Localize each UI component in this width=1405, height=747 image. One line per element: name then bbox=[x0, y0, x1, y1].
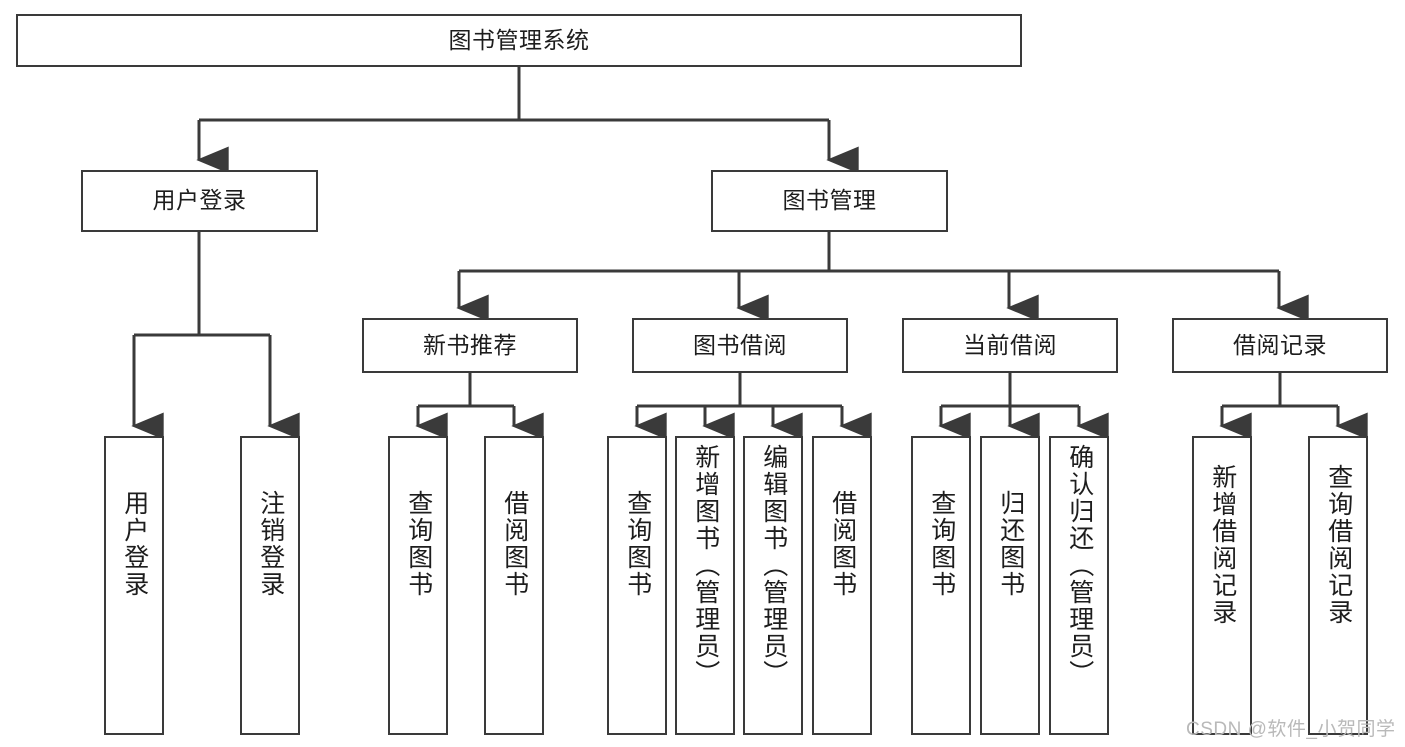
node-leaf-bb-borrow-book[interactable]: 借阅图书 bbox=[812, 436, 872, 735]
node-leaf-bb-add-book[interactable]: 新增图书（管理员） bbox=[675, 436, 735, 735]
node-leaf-cb-query-book[interactable]: 查询图书 bbox=[911, 436, 971, 735]
node-leaf-br-query-record-label: 查询借阅记录 bbox=[1324, 464, 1353, 626]
node-current-borrow[interactable]: 当前借阅 bbox=[902, 318, 1118, 373]
node-leaf-bb-edit-book-label: 编辑图书（管理员） bbox=[759, 444, 788, 687]
node-leaf-logout-label: 注销登录 bbox=[256, 490, 285, 598]
node-new-book-recommend-label: 新书推荐 bbox=[423, 331, 517, 358]
node-leaf-logout[interactable]: 注销登录 bbox=[240, 436, 300, 735]
node-leaf-user-login-label: 用户登录 bbox=[120, 490, 149, 598]
node-borrow-record-label: 借阅记录 bbox=[1233, 331, 1327, 358]
node-current-borrow-label: 当前借阅 bbox=[963, 331, 1057, 358]
node-leaf-rec-borrow-book-label: 借阅图书 bbox=[500, 490, 529, 598]
watermark-text: CSDN @软件_小贺同学 bbox=[1186, 719, 1396, 740]
node-leaf-br-add-record[interactable]: 新增借阅记录 bbox=[1192, 436, 1252, 735]
node-leaf-user-login[interactable]: 用户登录 bbox=[104, 436, 164, 735]
node-leaf-rec-borrow-book[interactable]: 借阅图书 bbox=[484, 436, 544, 735]
node-leaf-bb-query-book[interactable]: 查询图书 bbox=[607, 436, 667, 735]
node-leaf-bb-add-book-label: 新增图书（管理员） bbox=[691, 444, 720, 687]
node-book-borrow-label: 图书借阅 bbox=[693, 331, 787, 358]
node-leaf-cb-confirm-return-label: 确认归还（管理员） bbox=[1065, 444, 1094, 687]
node-user-login[interactable]: 用户登录 bbox=[81, 170, 318, 232]
node-borrow-record[interactable]: 借阅记录 bbox=[1172, 318, 1388, 373]
node-new-book-recommend[interactable]: 新书推荐 bbox=[362, 318, 578, 373]
node-leaf-br-add-record-label: 新增借阅记录 bbox=[1208, 464, 1237, 626]
node-leaf-cb-return-book-label: 归还图书 bbox=[996, 490, 1025, 598]
node-leaf-bb-edit-book[interactable]: 编辑图书（管理员） bbox=[743, 436, 803, 735]
node-leaf-cb-return-book[interactable]: 归还图书 bbox=[980, 436, 1040, 735]
node-book-borrow[interactable]: 图书借阅 bbox=[632, 318, 848, 373]
node-leaf-bb-query-book-label: 查询图书 bbox=[623, 490, 652, 598]
node-root[interactable]: 图书管理系统 bbox=[16, 14, 1022, 67]
node-leaf-br-query-record[interactable]: 查询借阅记录 bbox=[1308, 436, 1368, 735]
node-leaf-rec-query-book[interactable]: 查询图书 bbox=[388, 436, 448, 735]
node-leaf-rec-query-book-label: 查询图书 bbox=[404, 490, 433, 598]
node-user-login-label: 用户登录 bbox=[152, 187, 247, 214]
node-book-manage[interactable]: 图书管理 bbox=[711, 170, 948, 232]
node-root-label: 图书管理系统 bbox=[448, 26, 590, 53]
node-book-manage-label: 图书管理 bbox=[782, 187, 877, 214]
node-leaf-cb-confirm-return[interactable]: 确认归还（管理员） bbox=[1049, 436, 1109, 735]
node-leaf-bb-borrow-book-label: 借阅图书 bbox=[828, 490, 857, 598]
node-leaf-cb-query-book-label: 查询图书 bbox=[927, 490, 956, 598]
